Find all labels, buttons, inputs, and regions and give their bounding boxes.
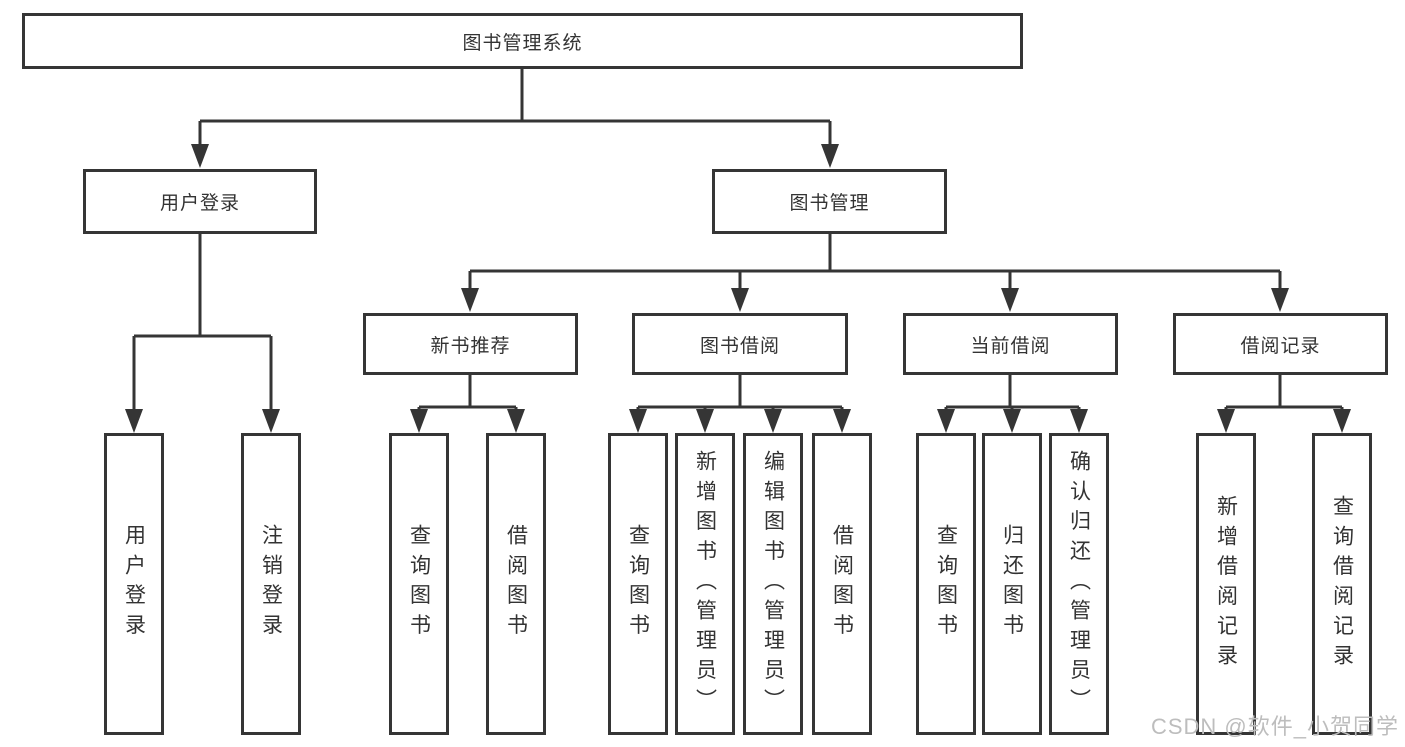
leaf-add-book-admin: 新增图书（管理员）	[675, 433, 735, 735]
node-new-book-recommend: 新书推荐	[363, 313, 578, 375]
leaf-return-book-label: 归还图书	[1000, 524, 1024, 644]
leaf-confirm-return-admin: 确认归还（管理员）	[1049, 433, 1109, 735]
connector-user-login	[132, 234, 273, 411]
arrowhead	[125, 409, 143, 433]
arrowhead	[937, 409, 955, 433]
connector-book-management	[468, 234, 1282, 290]
leaf-query-borrow-record-label: 查询借阅记录	[1330, 494, 1354, 674]
node-current-borrow: 当前借阅	[903, 313, 1118, 375]
arrowhead	[764, 409, 782, 433]
connector-root	[198, 69, 832, 146]
node-book-borrow: 图书借阅	[632, 313, 848, 375]
leaf-logout: 注销登录	[241, 433, 301, 735]
leaf-borrow-books-recommend: 借阅图书	[486, 433, 546, 735]
leaf-user-login: 用户登录	[104, 433, 164, 735]
leaf-edit-book-admin-label: 编辑图书（管理员）	[761, 449, 785, 719]
leaf-add-borrow-record: 新增借阅记录	[1196, 433, 1256, 735]
arrowhead	[1217, 409, 1235, 433]
arrowhead	[1271, 288, 1289, 312]
leaf-query-books-recommend: 查询图书	[389, 433, 449, 735]
leaf-query-borrow-record: 查询借阅记录	[1312, 433, 1372, 735]
node-user-login: 用户登录	[83, 169, 317, 234]
arrowhead	[833, 409, 851, 433]
arrowhead	[696, 409, 714, 433]
connector-current-borrow	[944, 375, 1081, 411]
leaf-confirm-return-admin-label: 确认归还（管理员）	[1067, 449, 1091, 719]
leaf-query-books-current: 查询图书	[916, 433, 976, 735]
connector-new-book	[417, 375, 518, 411]
arrowhead	[1070, 409, 1088, 433]
node-book-management: 图书管理	[712, 169, 947, 234]
arrowhead	[1333, 409, 1351, 433]
leaf-user-login-label: 用户登录	[122, 524, 146, 644]
arrowhead	[507, 409, 525, 433]
leaf-logout-label: 注销登录	[259, 524, 283, 644]
arrowhead	[731, 288, 749, 312]
node-root: 图书管理系统	[22, 13, 1023, 69]
leaf-borrow-books: 借阅图书	[812, 433, 872, 735]
arrowhead	[262, 409, 280, 433]
leaf-borrow-books-recommend-label: 借阅图书	[504, 524, 528, 644]
arrowhead	[821, 144, 839, 168]
leaf-query-books-current-label: 查询图书	[934, 524, 958, 644]
connector-borrow-records	[1224, 375, 1344, 411]
connector-book-borrow	[636, 375, 844, 411]
arrowhead	[191, 144, 209, 168]
leaf-query-books-borrow: 查询图书	[608, 433, 668, 735]
arrowhead	[410, 409, 428, 433]
leaf-query-books-recommend-label: 查询图书	[407, 524, 431, 644]
leaf-borrow-books-label: 借阅图书	[830, 524, 854, 644]
leaf-add-book-admin-label: 新增图书（管理员）	[693, 449, 717, 719]
leaf-query-books-borrow-label: 查询图书	[626, 524, 650, 644]
arrowhead	[629, 409, 647, 433]
arrowhead	[1001, 288, 1019, 312]
leaf-edit-book-admin: 编辑图书（管理员）	[743, 433, 803, 735]
leaf-add-borrow-record-label: 新增借阅记录	[1214, 494, 1238, 674]
arrowhead	[1003, 409, 1021, 433]
csdn-watermark: CSDN @软件_小贺同学	[1150, 714, 1399, 739]
leaf-return-book: 归还图书	[982, 433, 1042, 735]
arrowhead	[461, 288, 479, 312]
node-borrow-records: 借阅记录	[1173, 313, 1388, 375]
